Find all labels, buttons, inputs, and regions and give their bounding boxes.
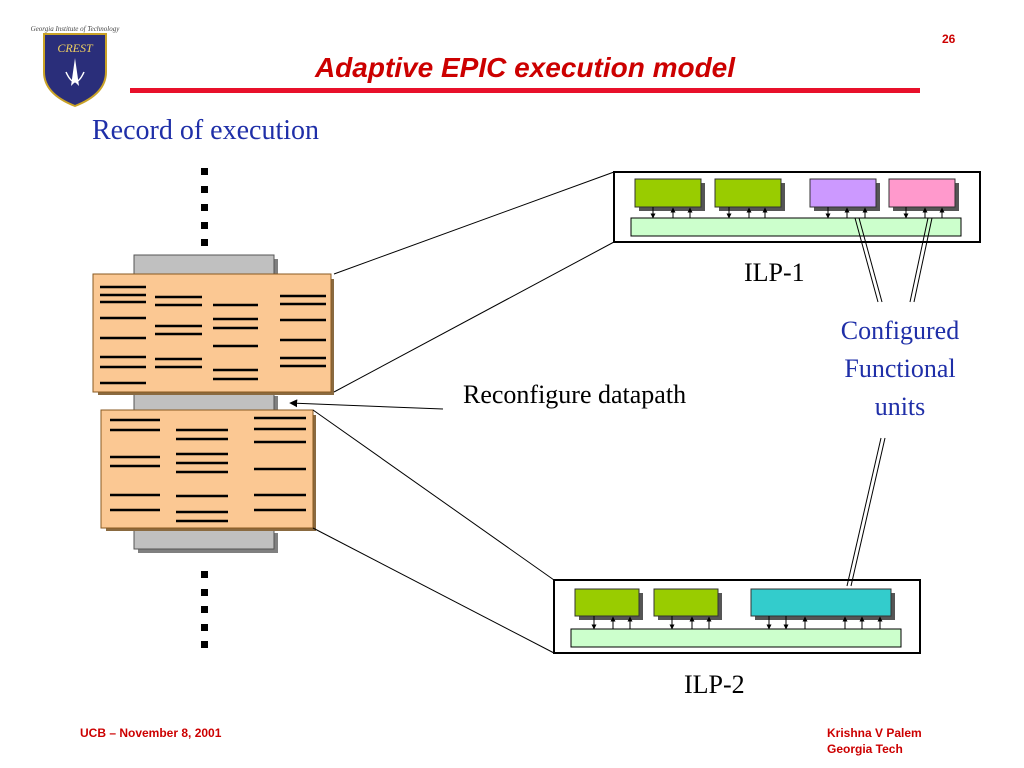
page-number: 26 (942, 32, 956, 46)
ilp1-datapath (613, 171, 981, 243)
ilp1-fu-pink (888, 178, 956, 208)
slide-title: Adaptive EPIC execution model (314, 52, 736, 83)
ilp1-fu-green-2 (714, 178, 782, 208)
logo-flame (71, 58, 79, 86)
separator-bar-3 (133, 528, 278, 553)
footer-left: UCB – November 8, 2001 (80, 726, 222, 740)
instruction-block-1 (92, 273, 334, 395)
configured-line-2: Functional (844, 354, 956, 383)
footer-right-line1: Krishna V Palem (827, 726, 922, 740)
configured-line-1: Configured (840, 316, 960, 345)
logo-text: CREST (57, 41, 94, 55)
ilp2-fu-cyan (750, 588, 892, 617)
continuation-dots-bottom (201, 571, 208, 648)
ilp1-bus (630, 217, 962, 237)
instruction-block-2 (100, 409, 316, 531)
ilp2-label: ILP-2 (684, 670, 745, 699)
logo-swoosh (65, 71, 85, 83)
configured-fu-pointers (846, 217, 933, 587)
configured-line-3: units (874, 392, 926, 421)
ilp2-fu-green-2 (653, 588, 719, 617)
ilp1-label: ILP-1 (744, 258, 805, 287)
ilp1-fu-purple (809, 178, 877, 208)
ilp2-bus (570, 628, 902, 648)
ilp2-fu-green-1 (574, 588, 640, 617)
ilp2-ports (591, 616, 883, 630)
crest-logo: Georgia Institute of Technology CREST (31, 25, 120, 108)
reconfigure-label: Reconfigure datapath (463, 380, 687, 409)
logo-top-text: Georgia Institute of Technology (31, 25, 120, 33)
record-label: Record of execution (92, 115, 320, 146)
ilp1-fu-green-1 (634, 178, 702, 208)
ilp2-datapath (553, 579, 921, 654)
configured-fu-label: Configured Functional units (810, 312, 990, 426)
title-rule (130, 88, 920, 93)
continuation-dots-top (201, 168, 208, 246)
zoom-lines (312, 171, 615, 654)
reconfigure-arrow (289, 399, 444, 410)
ilp1-ports (650, 207, 945, 219)
footer-right-line2: Georgia Tech (827, 742, 903, 756)
